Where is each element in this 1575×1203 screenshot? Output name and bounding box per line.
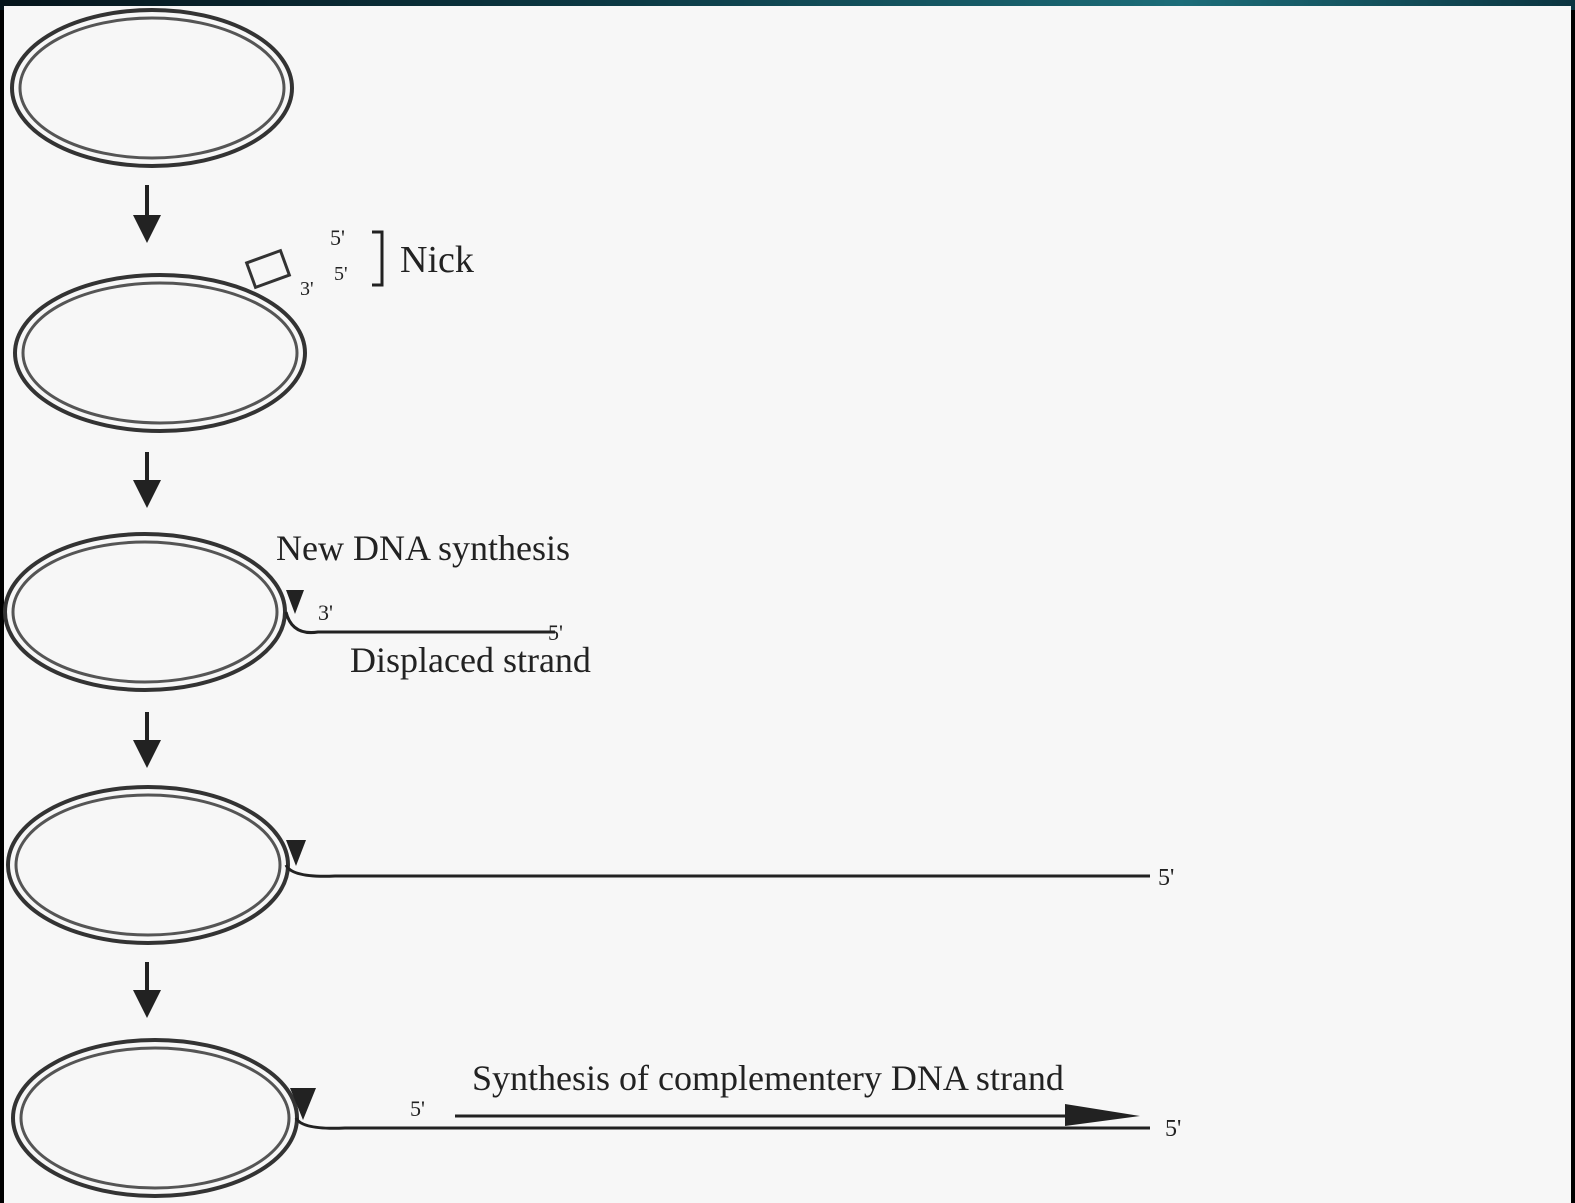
nick-label: Nick bbox=[400, 239, 474, 281]
step5-5prime-right: 5' bbox=[1165, 1116, 1181, 1142]
nick-5prime-bottom: 5' bbox=[334, 263, 348, 285]
step2-nicked-circle bbox=[15, 232, 382, 431]
complementary-strand-arrowhead bbox=[1065, 1104, 1140, 1126]
step1-circle bbox=[12, 10, 292, 166]
step5-5prime-left: 5' bbox=[410, 1096, 425, 1121]
new-dna-synthesis-label: New DNA synthesis bbox=[276, 528, 570, 568]
polymerase-arrow bbox=[286, 590, 304, 614]
step-arrow-1 bbox=[133, 185, 161, 243]
step4-5prime: 5' bbox=[1158, 865, 1174, 891]
step-arrow-2 bbox=[133, 452, 161, 508]
step-arrow-3 bbox=[133, 712, 161, 768]
displaced-strand-label: Displaced strand bbox=[350, 640, 591, 680]
step-arrow-4 bbox=[133, 962, 161, 1018]
nick-5prime-top: 5' bbox=[330, 225, 345, 250]
complementary-synthesis-label: Synthesis of complementery DNA strand bbox=[472, 1058, 1064, 1098]
step4-circle bbox=[8, 787, 1150, 943]
step3-3prime: 3' bbox=[318, 600, 333, 625]
nick-3prime: 3' bbox=[300, 278, 314, 300]
